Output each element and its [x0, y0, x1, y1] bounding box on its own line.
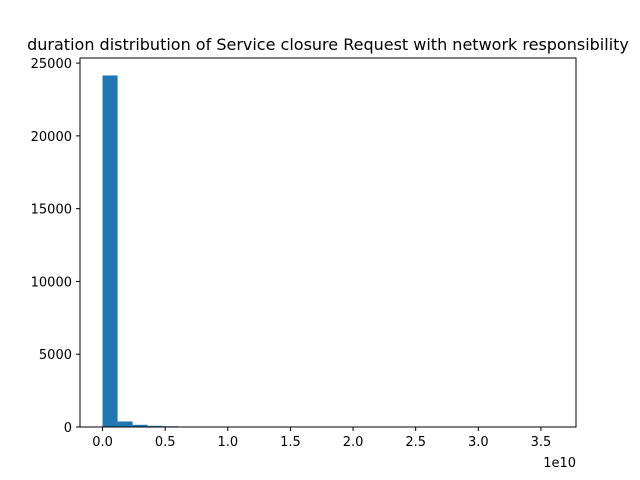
y-tick-label-0: 0	[64, 421, 72, 436]
x-tick-label-0: 0.0	[92, 435, 113, 450]
y-tick-label-3: 15000	[31, 203, 72, 218]
y-axis-ticks: 0 5000 10000 15000 20000 25000	[31, 57, 80, 436]
x-tick-label-4: 2.0	[343, 435, 364, 450]
plot-frame	[79, 57, 577, 428]
y-tick-label-5: 25000	[31, 57, 72, 72]
x-axis-offset-label: 1e10	[543, 456, 576, 471]
histogram-bar-3	[147, 425, 163, 427]
histogram-bar-2	[132, 424, 148, 427]
y-tick-label-2: 10000	[31, 275, 72, 290]
y-tick-label-1: 5000	[39, 348, 72, 363]
x-tick-label-6: 3.0	[468, 435, 489, 450]
histogram-bars	[102, 75, 554, 427]
y-tick-label-4: 20000	[31, 130, 72, 145]
histogram-bar-0	[102, 75, 118, 427]
x-tick-label-5: 2.5	[405, 435, 426, 450]
x-tick-label-3: 1.5	[280, 435, 301, 450]
histogram-bar-1	[117, 421, 133, 427]
x-tick-label-1: 0.5	[155, 435, 176, 450]
x-tick-label-7: 3.5	[531, 435, 552, 450]
x-tick-label-2: 1.0	[217, 435, 238, 450]
chart-title: duration distribution of Service closure…	[27, 35, 629, 54]
x-axis-ticks: 0.0 0.5 1.0 1.5 2.0 2.5 3.0 3.5	[92, 427, 551, 450]
